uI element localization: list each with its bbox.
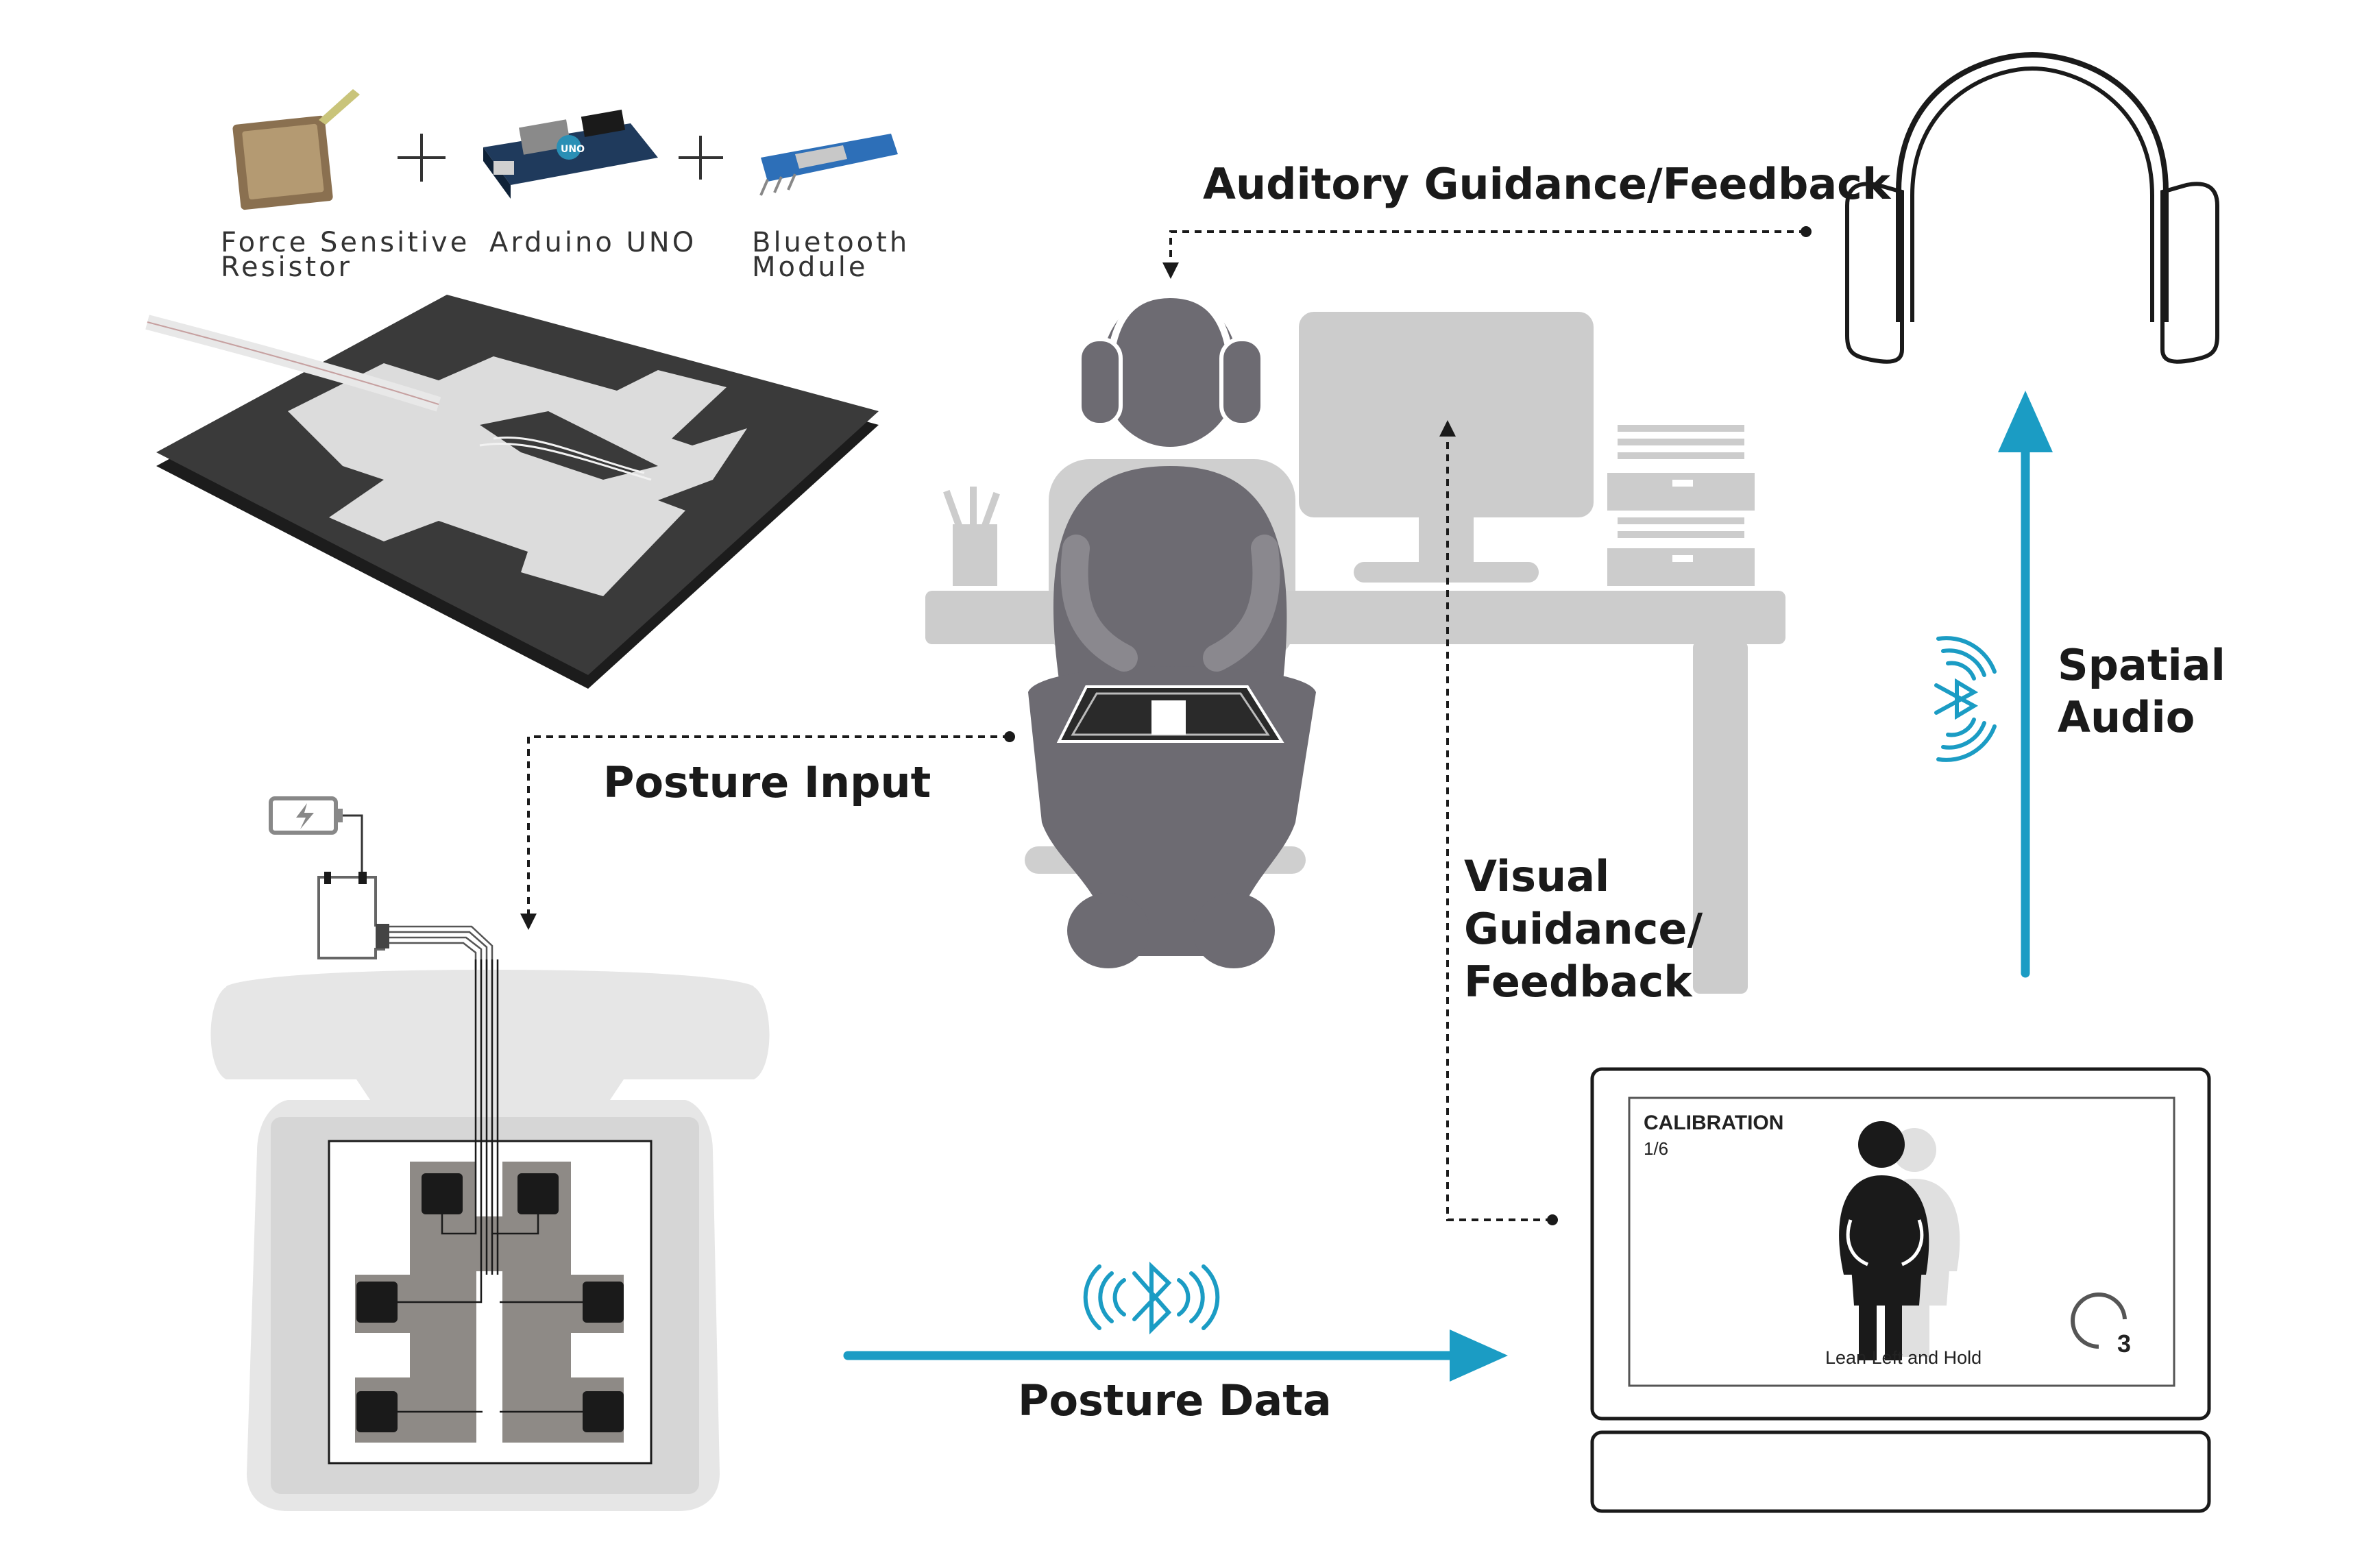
bluetooth-icon — [1934, 636, 1997, 762]
auditory-flow: Auditory Guidance/Feedback — [1162, 159, 1892, 279]
posture-data-flow: Posture Data — [843, 1261, 1508, 1425]
seat-pad-schematic — [210, 796, 770, 1511]
calibration-title: CALIBRATION — [1644, 1112, 1783, 1134]
fsr-label-line2: Resistor — [221, 252, 352, 283]
laptop-icon: CALIBRATION 1/6 Lean Left and Hold 3 — [1590, 1067, 2211, 1513]
posture-input-label: Posture Input — [603, 757, 931, 807]
visual-feedback-label-line3: Feedback — [1464, 957, 1693, 1007]
paper-tray-icon — [1607, 425, 1755, 586]
posture-figure — [1839, 1121, 1929, 1360]
bluetooth-label: Bluetooth — [752, 227, 910, 258]
calibration-instruction: Lean Left and Hold — [1825, 1347, 1982, 1368]
battery-icon — [269, 796, 343, 835]
arduino-image: UNO — [483, 110, 658, 199]
visual-feedback-label-line2: Guidance/ — [1464, 904, 1703, 954]
arduino-logo-text: UNO — [561, 144, 585, 155]
monitor-icon — [1299, 312, 1594, 517]
spatial-audio-flow: Spatial Audio — [1934, 391, 2226, 978]
fsr-image — [232, 89, 360, 210]
desk-scene — [925, 291, 1785, 994]
plus-icon — [398, 134, 446, 182]
bluetooth-label-line2: Module — [752, 252, 868, 283]
posture-input-flow: Posture Input — [520, 731, 1015, 930]
calibration-step: 1/6 — [1644, 1138, 1668, 1159]
pencil-cup-icon — [943, 487, 1000, 586]
bluetooth-icon — [1083, 1261, 1220, 1335]
fsr-label: Force Sensitive — [221, 227, 470, 258]
seat-pad-icon — [1056, 685, 1284, 743]
auditory-feedback-label: Auditory Guidance/Feedback — [1203, 159, 1892, 209]
countdown-value: 3 — [2117, 1330, 2131, 1358]
visual-feedback-label: Visual — [1464, 851, 1609, 901]
posture-data-label: Posture Data — [1018, 1375, 1332, 1425]
headphones-icon — [1845, 51, 2219, 364]
spatial-audio-label: Spatial — [2058, 640, 2226, 690]
bluetooth-module-image — [759, 134, 898, 196]
arduino-label: Arduino UNO — [489, 227, 696, 258]
calibration-screen: CALIBRATION 1/6 Lean Left and Hold 3 — [1628, 1097, 2175, 1387]
visual-flow: Visual Guidance/ Feedback — [1439, 420, 1703, 1225]
plus-icon — [679, 136, 723, 180]
components-group: UNO Force Sensitive Resistor Arduino UNO… — [221, 89, 910, 283]
fsr-sensors — [356, 1173, 624, 1432]
countdown-timer: 3 — [2071, 1293, 2131, 1358]
felt-mat-image — [145, 295, 879, 689]
spatial-audio-label-line2: Audio — [2058, 692, 2195, 742]
